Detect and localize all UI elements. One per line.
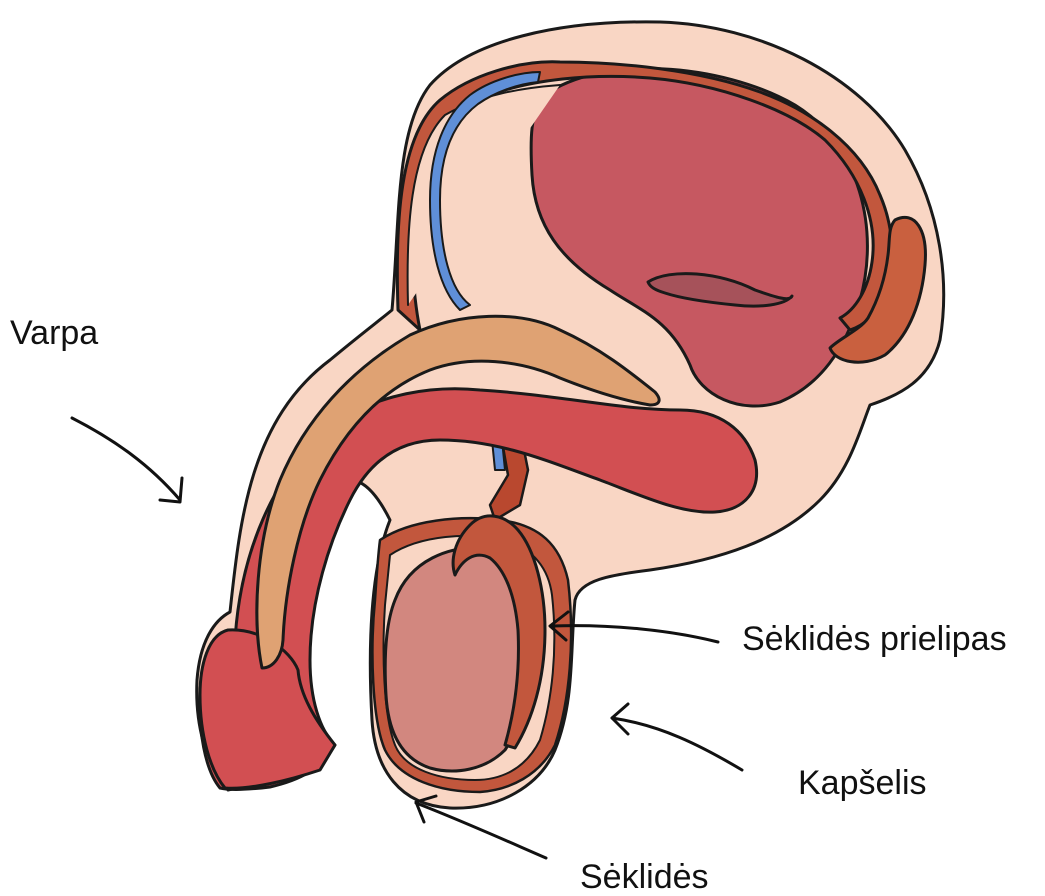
label-epididymis: Sėklidės prielipas (742, 622, 1007, 656)
label-testes: Sėklidės (580, 860, 709, 894)
label-penis: Varpa (10, 316, 98, 350)
arrow-testes (416, 803, 546, 858)
arrow-penis (72, 418, 180, 500)
label-scrotum: Kapšelis (798, 766, 927, 800)
arrow-scrotum (612, 718, 742, 770)
arrow-epididymis (552, 626, 718, 642)
